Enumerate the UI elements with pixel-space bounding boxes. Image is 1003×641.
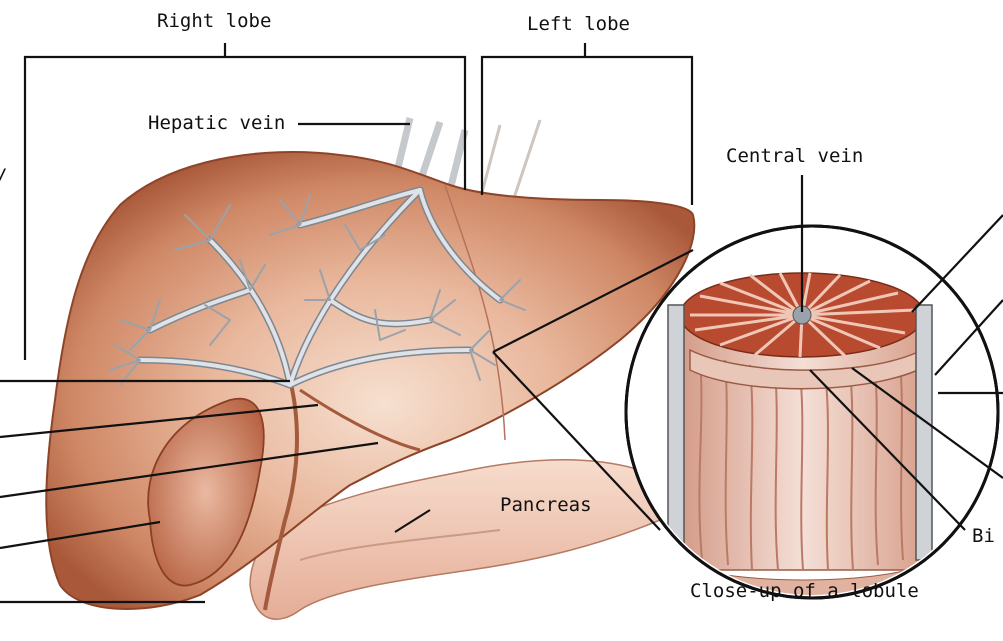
closeup-caption: Close-up of a lobule	[690, 580, 919, 602]
central-vein-label: Central vein	[726, 145, 863, 167]
left-lobe-label: Left lobe	[527, 13, 630, 35]
hepatic-vein-label: Hepatic vein	[148, 112, 285, 134]
left-cropped-label: /	[0, 165, 7, 187]
right-lobe-label: Right lobe	[157, 10, 271, 32]
bile-label-cropped: Bi	[972, 525, 995, 547]
pancreas-label: Pancreas	[500, 494, 592, 516]
